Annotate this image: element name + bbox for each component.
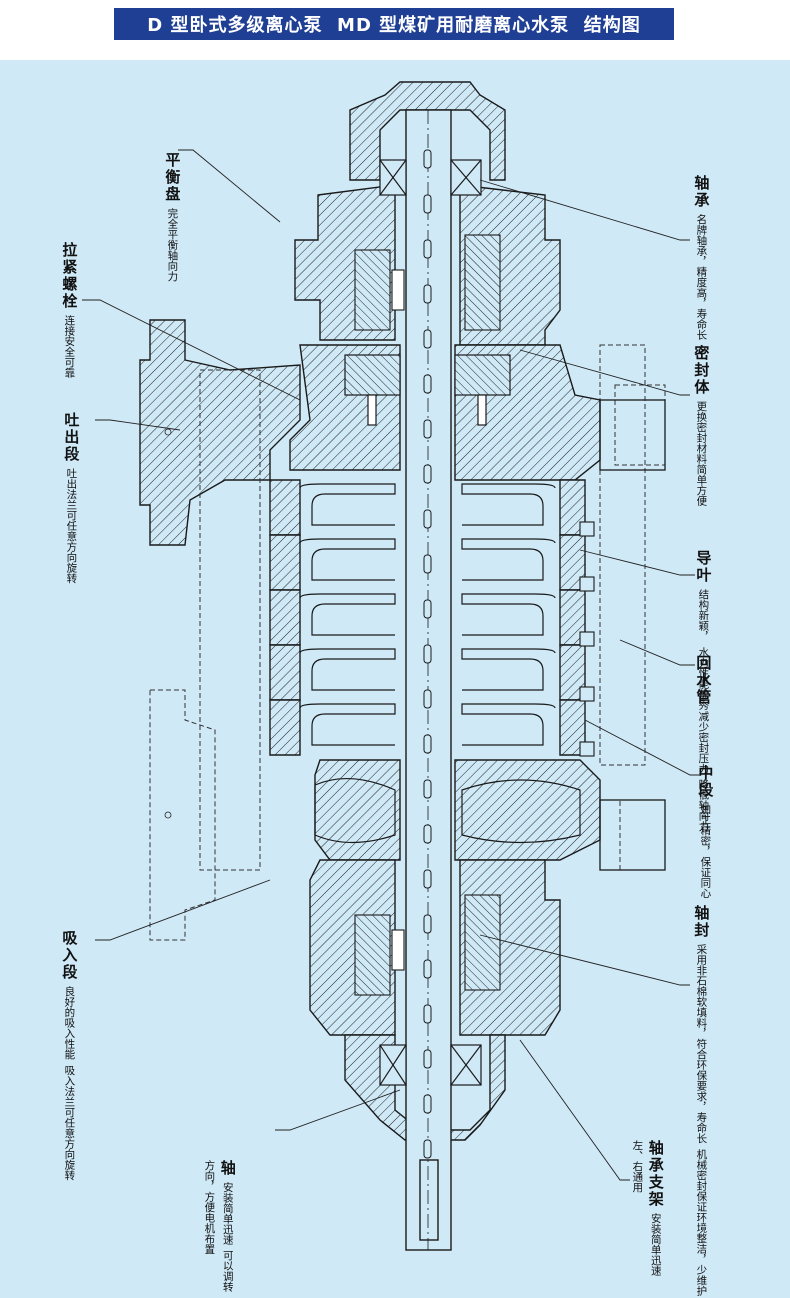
label-balance-disc-name: 平衡盘	[163, 152, 182, 203]
stage-casing-left	[269, 644, 301, 701]
impeller-left	[299, 538, 396, 581]
bearings	[379, 159, 482, 1086]
label-diffuser-desc-2: 水力性能优秀	[697, 646, 710, 710]
stage-bolt-nut	[579, 686, 595, 702]
suction-impeller-right	[461, 779, 581, 844]
label-return-pipe: 回水管 减少密封压力 降低轴向力	[694, 655, 712, 832]
stage-casing-left	[269, 479, 301, 536]
shaft-keyway	[423, 689, 432, 709]
label-return-pipe-desc-1: 减少密封压力	[697, 711, 710, 775]
label-seal-body: 密封体 更换密封材料简单方便	[692, 345, 710, 506]
shaft-seals	[354, 234, 501, 996]
label-shaft-desc-2: 可以调转方向，方便电机布置	[203, 1160, 234, 1293]
impeller-left	[299, 648, 396, 691]
label-return-pipe-desc-2: 降低轴向力	[697, 779, 710, 832]
stage-bolt-nut	[579, 521, 595, 537]
label-return-pipe-name: 回水管	[694, 655, 713, 706]
stage-casing-left	[269, 534, 301, 591]
shaft-keyway	[423, 329, 432, 349]
balance-disc	[344, 354, 511, 426]
label-bearing-name: 轴承	[692, 175, 711, 209]
shaft-keyway	[423, 239, 432, 259]
shaft-keyway	[423, 149, 432, 169]
shaft-keyway	[423, 464, 432, 484]
shaft	[405, 109, 452, 1251]
page-title: D 型卧式多级离心泵 MD 型煤矿用耐磨离心水泵 结构图	[114, 8, 674, 40]
label-shaft-seal-desc-2: 机械密封保证环境整洁，少维护	[695, 1148, 708, 1296]
stage-casing-left	[269, 589, 301, 646]
shaft-keyways	[423, 149, 432, 1159]
impeller-right	[461, 593, 556, 636]
label-shaft-seal-name: 轴封	[692, 905, 711, 939]
flanges	[599, 399, 666, 871]
label-bearing-bracket: 轴承支架 安装简单迅速 左、右通用	[628, 1140, 665, 1298]
impeller-right	[461, 538, 556, 581]
label-balance-disc-desc: 完全平衡轴向力	[166, 208, 179, 282]
impeller-left	[299, 593, 396, 636]
suction-impeller-left	[314, 778, 396, 844]
stage-bolt-nut	[579, 631, 595, 647]
shaft-keyway	[423, 554, 432, 574]
shaft-keyway	[423, 869, 432, 889]
stage-bolt-nut	[579, 741, 595, 757]
shaft-keyway	[423, 1094, 432, 1114]
shaft-keyway	[423, 1049, 432, 1069]
label-discharge-section-desc: 吐出法兰可任意方向旋转	[65, 468, 78, 584]
shaft-keyway	[423, 419, 432, 439]
label-suction-section-name: 吸入段	[60, 930, 79, 981]
label-middle-section: 中段 加工精密，保证同心	[696, 765, 714, 899]
shaft-keyway	[423, 374, 432, 394]
label-shaft-name: 轴	[218, 1160, 237, 1177]
shaft-keyway	[423, 959, 432, 979]
label-shaft-seal: 轴封 采用非石棉软填料，符合环保要求，寿命长 机械密封保证环境整洁，少维护	[692, 905, 710, 1296]
label-discharge-section: 吐出段 吐出法兰可任意方向旋转	[62, 412, 80, 584]
impeller-right	[461, 703, 556, 746]
label-middle-section-name: 中段	[696, 765, 715, 799]
label-tie-bolt: 拉紧螺栓 连接安全可靠	[60, 242, 78, 378]
impeller-left	[299, 483, 396, 526]
center-marks	[164, 428, 172, 819]
label-tie-bolt-desc: 连接安全可靠	[63, 315, 76, 379]
tie-bolts	[579, 521, 595, 757]
impellers	[299, 483, 581, 844]
shaft-keyway	[423, 284, 432, 304]
shaft-keyway	[423, 509, 432, 529]
leader-lines	[82, 149, 700, 1181]
shaft-keyway	[423, 194, 432, 214]
stage-casing-left	[269, 699, 301, 756]
label-bearing-bracket-name: 轴承支架	[646, 1140, 665, 1208]
label-bearing-bracket-desc-2: 左、右通用	[631, 1140, 644, 1193]
label-diffuser-name: 导叶	[694, 550, 713, 584]
label-suction-section-desc-2: 吸入法兰可任意方向旋转	[63, 1064, 76, 1181]
label-shaft-desc-1: 安装简单迅速	[221, 1182, 234, 1246]
label-seal-body-desc: 更换密封材料简单方便	[695, 401, 708, 507]
shaft-keyway	[423, 779, 432, 799]
label-shaft-seal-desc-1: 采用非石棉软填料，符合环保要求，寿命长	[695, 944, 708, 1144]
label-bearing-bracket-desc-1: 安装简单迅速	[649, 1213, 662, 1277]
label-diffuser-desc-1: 结构新颖，	[697, 589, 710, 642]
label-bearing-desc: 名牌轴承，精度高，寿命长	[695, 214, 708, 341]
shaft-keyway	[423, 599, 432, 619]
label-bearing: 轴承 名牌轴承，精度高，寿命长	[692, 175, 710, 340]
impeller-left	[299, 703, 396, 746]
shaft-keyway	[423, 824, 432, 844]
label-balance-disc: 平衡盘 完全平衡轴向力	[163, 152, 181, 282]
label-tie-bolt-name: 拉紧螺栓	[60, 242, 79, 310]
label-middle-section-desc: 加工精密，保证同心	[699, 804, 712, 899]
shaft-keyway	[423, 914, 432, 934]
shaft-keyway	[423, 644, 432, 664]
label-suction-section: 吸入段 良好的吸入性能 吸入法兰可任意方向旋转	[60, 930, 78, 1180]
shaft-keyway	[423, 1139, 432, 1159]
label-discharge-section-name: 吐出段	[62, 412, 81, 463]
impeller-right	[461, 648, 556, 691]
impeller-right	[461, 483, 556, 526]
stage-bolt-nut	[579, 576, 595, 592]
shaft-keyway	[423, 734, 432, 754]
label-shaft: 轴 安装简单迅速 可以调转方向，方便电机布置	[200, 1160, 237, 1298]
label-seal-body-name: 密封体	[692, 345, 711, 396]
label-diffuser: 导叶 结构新颖， 水力性能优秀	[694, 550, 712, 710]
shaft-keyway	[423, 1004, 432, 1024]
label-suction-section-desc-1: 良好的吸入性能	[63, 986, 76, 1060]
